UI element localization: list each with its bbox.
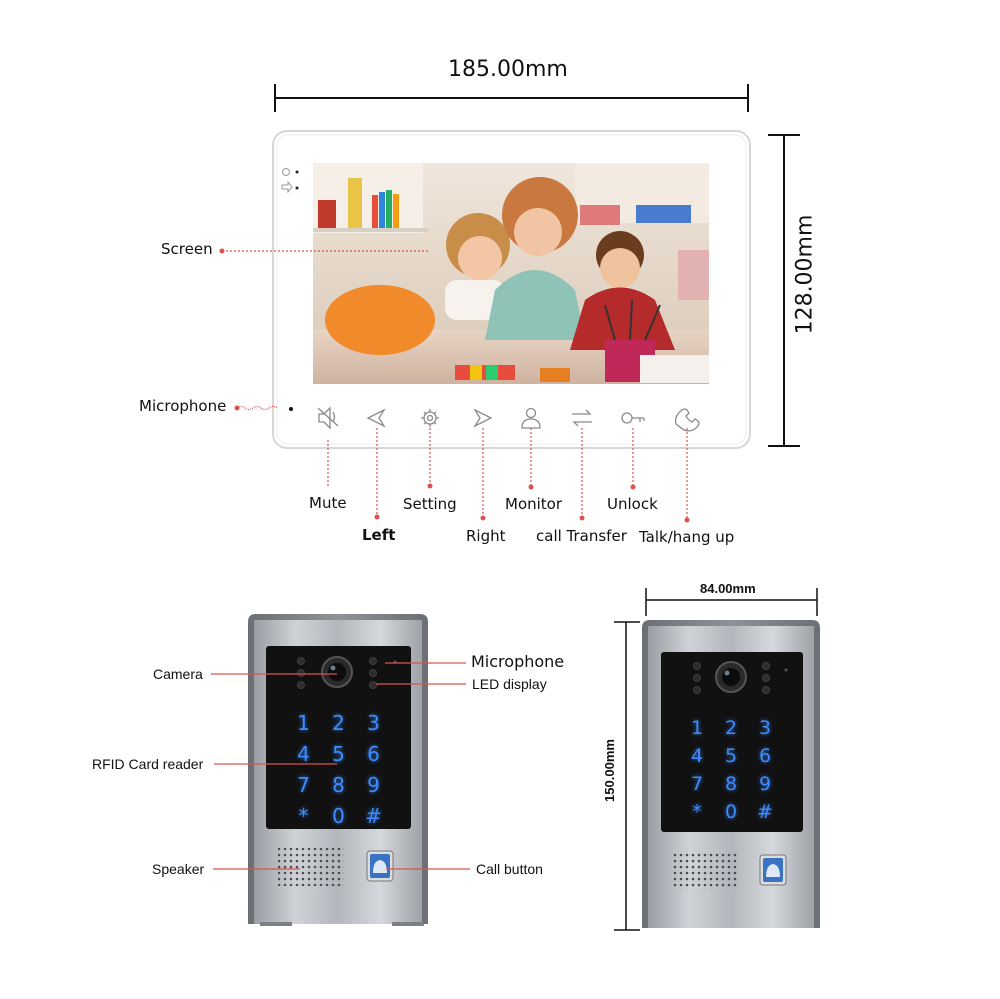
- keypad-key[interactable]: #: [365, 804, 382, 828]
- keypad-key[interactable]: 1: [690, 717, 704, 739]
- key-icon[interactable]: [621, 412, 645, 424]
- mute-icon[interactable]: [317, 406, 339, 430]
- keypad-key[interactable]: 0: [332, 804, 345, 828]
- outdoor-leader-lines: [211, 662, 470, 870]
- outdoor-microphone-label: Microphone: [471, 652, 565, 671]
- camera-label: Camera: [153, 666, 203, 682]
- keypad-key[interactable]: 6: [367, 742, 380, 766]
- keypad-key[interactable]: 7: [690, 773, 704, 795]
- keypad-key[interactable]: 3: [367, 711, 380, 735]
- keypad-key[interactable]: 8: [724, 773, 738, 795]
- power-indicator-icon: [282, 168, 299, 176]
- keypad-key[interactable]: 8: [332, 773, 345, 797]
- keypad-key[interactable]: 9: [367, 773, 380, 797]
- gear-icon[interactable]: [421, 409, 439, 427]
- button-label-talk: Talk/hang up: [639, 528, 735, 546]
- keypad-key[interactable]: 3: [758, 717, 772, 739]
- button-label-left: Left: [362, 526, 396, 544]
- monitor-dimension-height: [768, 134, 800, 447]
- call-button-label: Call button: [476, 861, 543, 877]
- unlock-indicator-icon: [281, 180, 299, 194]
- rfid-label: RFID Card reader: [92, 756, 204, 772]
- keypad-key[interactable]: 1: [297, 711, 310, 735]
- outdoor-unit-dimension-height: [614, 621, 640, 931]
- keypad-key[interactable]: 4: [690, 745, 704, 767]
- outdoor-unit-dimension-width: [645, 588, 818, 616]
- keypad-key[interactable]: *: [298, 804, 309, 828]
- monitor-leader-lines: [219, 248, 690, 523]
- outdoor-height-label: 150.00mm: [601, 739, 617, 802]
- button-label-right: Right: [466, 527, 506, 545]
- keypad-key[interactable]: 9: [758, 773, 772, 795]
- monitor-microphone-hole: [289, 407, 293, 411]
- keypad-key[interactable]: *: [692, 801, 702, 823]
- button-label-unlock: Unlock: [607, 495, 658, 513]
- keypad-key[interactable]: #: [757, 801, 773, 823]
- screen-label: Screen: [161, 240, 213, 258]
- monitor-dimension-width: [274, 84, 749, 112]
- keypad-key[interactable]: 5: [332, 742, 345, 766]
- monitor-screen: [313, 163, 709, 384]
- keypad-key[interactable]: 2: [332, 711, 345, 735]
- led-display-label: LED display: [472, 676, 547, 692]
- keypad-key[interactable]: 0: [724, 801, 738, 823]
- phone-icon[interactable]: [674, 408, 700, 432]
- keypad-key[interactable]: 6: [758, 745, 772, 767]
- keypad-key[interactable]: 5: [724, 745, 738, 767]
- button-label-setting: Setting: [403, 495, 457, 513]
- button-label-transfer: call Transfer: [536, 527, 627, 545]
- speaker-grille: [278, 848, 344, 886]
- outdoor-unit-left: [248, 614, 428, 926]
- right-arrow-icon[interactable]: [473, 408, 493, 428]
- left-arrow-icon[interactable]: [366, 408, 386, 428]
- keypad-key[interactable]: 7: [297, 773, 310, 797]
- monitor-microphone-label: Microphone: [139, 397, 227, 415]
- button-label-monitor: Monitor: [505, 495, 563, 513]
- monitor-height-label: 128.00mm: [792, 214, 818, 335]
- outdoor-width-label: 84.00mm: [700, 581, 756, 596]
- transfer-icon[interactable]: [572, 409, 592, 427]
- speaker-label: Speaker: [152, 861, 205, 877]
- monitor-person-icon[interactable]: [521, 407, 541, 429]
- outdoor-unit-right: [642, 620, 820, 928]
- keypad-key[interactable]: 2: [724, 717, 738, 739]
- button-label-mute: Mute: [309, 494, 347, 512]
- keypad-key[interactable]: 4: [297, 742, 310, 766]
- monitor-width-label: 185.00mm: [448, 57, 568, 82]
